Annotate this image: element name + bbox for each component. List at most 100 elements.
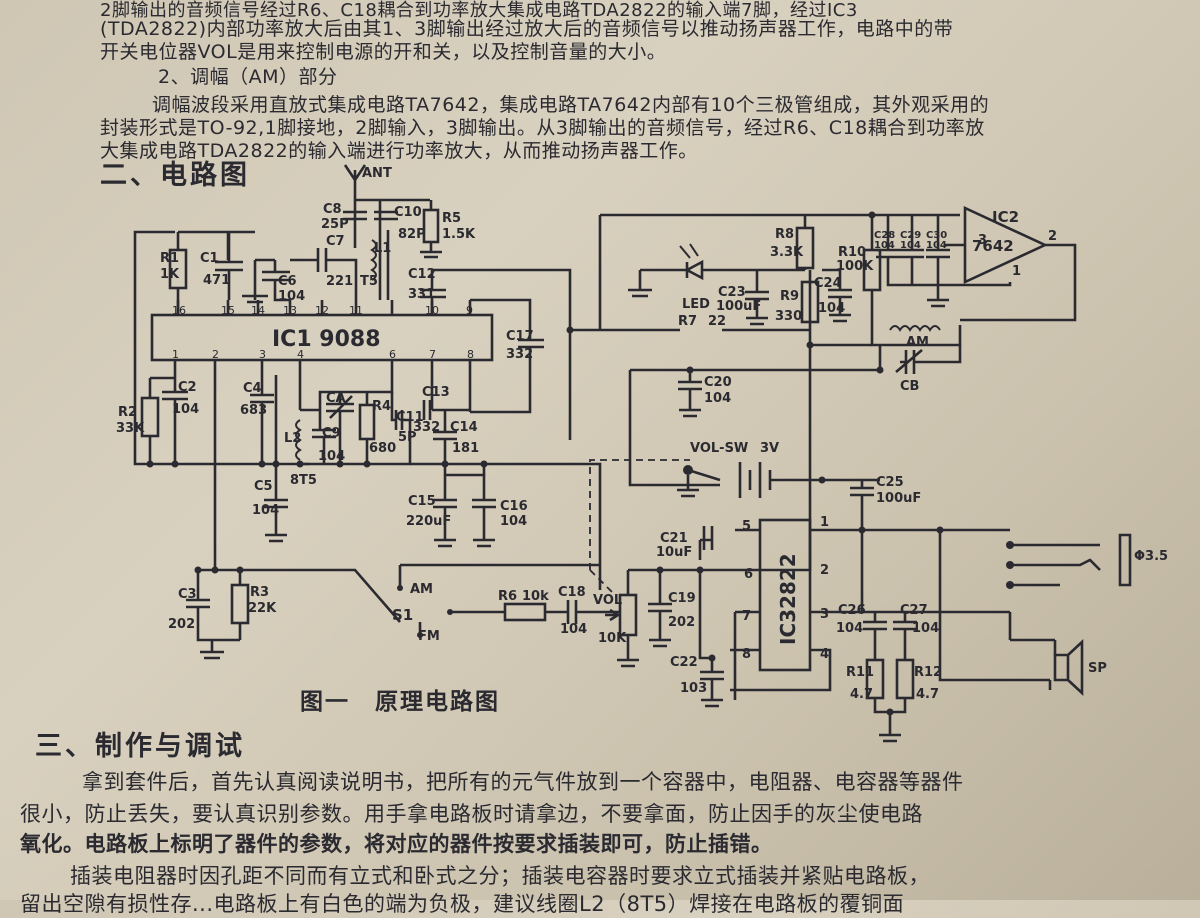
label-r3: R3 (250, 585, 269, 600)
label-ic2-chip: 7642 (972, 237, 1014, 255)
section-heading-assembly: 三、制作与调试 (35, 731, 245, 762)
label-r6: R6 (498, 589, 517, 604)
label-ic2-pin1: 1 (1012, 264, 1021, 279)
label-vol: VOL (593, 593, 622, 608)
label-c19: C19 (668, 591, 696, 606)
label-fm: FM (418, 629, 440, 644)
ic1-pin8: 8 (467, 348, 474, 361)
label-r5-value: 1.5K (442, 227, 476, 242)
ic3-pin8: 8 (742, 647, 751, 662)
ic1-pin15: 15 (221, 304, 235, 317)
label-r1: R1 (160, 251, 179, 266)
label-c7-value: 221 (326, 274, 353, 289)
label-am-coil: AM (906, 335, 929, 350)
label-c11-value: 5P (398, 430, 417, 445)
label-c8: C8 (323, 202, 342, 217)
label-c21-value: 10uF (656, 545, 692, 560)
label-ic3: IC32822 (776, 553, 800, 645)
ic1-pin14: 14 (251, 304, 265, 317)
label-am: AM (410, 582, 433, 597)
label-c17-value: 332 (506, 347, 533, 362)
ic1-pin7: 7 (429, 348, 436, 361)
label-c3: C3 (178, 587, 197, 602)
label-r8-value: 3.3K (770, 245, 804, 260)
label-c21: C21 (660, 531, 688, 546)
ic1-pin2: 2 (212, 348, 219, 361)
label-c27: C27 (900, 603, 928, 618)
label-r6-value: 10k (522, 589, 549, 604)
label-r7-value: 22 (708, 314, 726, 329)
ic3-pin2: 2 (820, 563, 829, 578)
label-c30-value: 104 (926, 240, 947, 251)
bottom-paragraph-line-1: 拿到套件后，首先认真阅读说明书，把所有的元气件放到一个容器中，电阻器、电容器等器… (82, 770, 964, 794)
label-c18-value: 104 (560, 622, 587, 637)
label-ic2-pin2: 2 (1048, 229, 1057, 244)
label-c28-value: 104 (874, 240, 895, 251)
r5-resistor (422, 208, 440, 244)
bottom-paragraph-line-5: 留出空隙有损性存...电路板上有白色的端为负极，建议线圈L2（8T5）焊接在电路… (20, 892, 905, 916)
label-l1: L1 (374, 241, 391, 256)
r10-resistor (862, 248, 882, 292)
label-speaker: SP (1088, 661, 1107, 676)
label-r11-value: 4.7 (850, 687, 873, 702)
ic3-pin4: 4 (820, 647, 829, 662)
label-cb: CB (900, 379, 919, 394)
ic1-pin13: 13 (283, 304, 297, 317)
label-c19-value: 202 (668, 615, 695, 630)
ic3-pin5: 5 (742, 519, 751, 534)
ic1-pin1: 1 (172, 348, 179, 361)
r6-resistor (503, 602, 547, 622)
ic1-pin6: 6 (389, 348, 396, 361)
ic3-pin6: 6 (744, 567, 753, 582)
label-r9: R9 (780, 289, 799, 304)
label-c24-value: 104 (818, 301, 845, 316)
label-c6-value: 104 (278, 289, 305, 304)
label-r1-value: 1K (160, 267, 180, 282)
bottom-paragraph-line-2: 很小，防止丢失，要认真识别参数。用手拿电路板时请拿边，不要拿面，防止因手的灰尘使… (20, 802, 923, 826)
ic3-pin7: 7 (742, 609, 751, 624)
label-c15-value: 220uF (406, 514, 451, 529)
label-led: LED (682, 297, 710, 312)
label-r10: R10 (838, 245, 866, 260)
label-c25: C25 (876, 475, 904, 490)
am-paragraph-line-2: 封装形式是TO-92,1脚接地，2脚输入，3脚输出。从3脚输出的音频信号，经过R… (100, 117, 985, 139)
label-vol-value: 10K (598, 631, 627, 646)
r9-resistor (800, 280, 820, 324)
label-c7: C7 (326, 234, 345, 249)
label-c25-value: 100uF (876, 491, 921, 506)
label-c30: C30 (926, 230, 947, 241)
figure-caption: 图一 原理电路图 (300, 689, 500, 715)
label-c29-value: 104 (900, 240, 921, 251)
label-r5: R5 (442, 211, 461, 226)
label-c9-value: 104 (318, 449, 345, 464)
top-paragraph-line-3: 开关电位器VOL是用来控制电源的开和关，以及控制音量的大小。 (100, 41, 667, 63)
label-c5-value: 104 (252, 503, 279, 518)
label-c14-value: 181 (452, 441, 479, 456)
label-c8-value: 25P (321, 217, 349, 232)
label-c28: C28 (874, 230, 895, 241)
vol-potentiometer (618, 593, 638, 637)
label-c26: C26 (838, 603, 866, 618)
label-c4: C4 (243, 381, 262, 396)
label-r11: R11 (846, 665, 874, 680)
label-vol-sw: VOL-SW (690, 441, 748, 456)
bottom-paragraph-line-4: 插装电阻器时因孔距不同而有立式和卧式之分；插装电容器时要求立式插装并紧贴电路板， (70, 864, 930, 888)
label-c24: C24 (814, 276, 842, 291)
label-ic2-pin3: 3 (978, 233, 987, 248)
label-ant: ANT (362, 166, 392, 181)
label-t5: T5 (360, 274, 378, 289)
ic1-pin4: 4 (297, 348, 304, 361)
label-c4-value: 683 (240, 403, 267, 418)
am-subheading: 2、调幅（AM）部分 (158, 66, 338, 88)
ic3-pin3: 3 (820, 607, 829, 622)
ic1-pin12: 12 (315, 304, 329, 317)
ic3-pin1: 1 (820, 515, 829, 530)
ic3-body (758, 518, 812, 672)
label-c16-value: 104 (500, 514, 527, 529)
label-c20: C20 (704, 375, 732, 390)
r3-resistor (230, 583, 250, 625)
label-c18: C18 (558, 585, 586, 600)
label-c3-value: 202 (168, 617, 195, 632)
label-c11: C11 (396, 410, 424, 425)
label-r7: R7 (678, 314, 697, 329)
